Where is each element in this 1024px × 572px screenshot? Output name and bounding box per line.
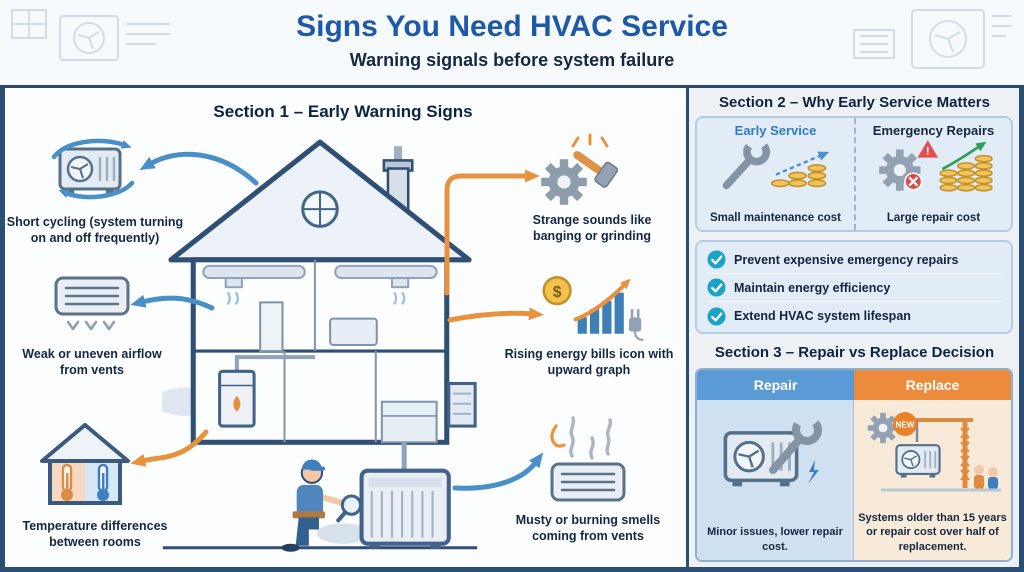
checklist-label: Prevent expensive emergency repairs [734,252,959,267]
early-service-label: Early Service [734,123,817,138]
fan-cycle-icon [51,138,135,200]
section3-title: Section 3 – Repair vs Replace Decision [714,344,995,361]
svg-text:NEW: NEW [895,421,914,430]
check-icon [707,306,726,326]
checklist-item: Extend HVAC system lifespan [707,302,1001,330]
table-header-row: Repair Replace [697,370,1011,400]
svg-text:$: $ [553,284,562,301]
check-icon [707,278,726,297]
table-body-row: Minor issues, lower repair cost. NEW [697,400,1011,560]
page-title: Signs You Need HVAC Service [296,10,728,43]
emergency-repairs-caption: Large repair cost [886,212,981,224]
right-column: Section 2 – Why Early Service Matters Ea… [689,88,1020,567]
benefits-checklist: Prevent expensive emergency repairs Main… [695,240,1013,334]
callout-temp-differences: Temperature differences between rooms [22,519,168,549]
repair-replace-table: Repair Replace Minor issues, lower repai… [695,368,1013,562]
frame-bottom [0,567,1024,572]
svg-text:!: ! [925,146,929,158]
wrench-coins-icon [722,138,829,190]
early-service-column: Early Service Small maintenance cost [697,118,854,230]
replace-crane-icon: NEW [867,412,1001,492]
repair-caption: Minor issues, lower repair cost. [707,526,843,553]
checklist-label: Maintain energy efficiency [734,280,891,295]
emergency-repairs-column: Emergency Repairs ! Large repair cost [854,118,1011,230]
emergency-repairs-label: Emergency Repairs [872,123,995,138]
blueprint-condenser-sketch [853,9,1012,69]
service-comparison-card: Early Service Small maintenance cost Eme… [695,116,1013,232]
replace-cell: NEW Systems older than 15 years or repai… [854,400,1011,560]
gear-alert-coins-icon: ! [878,140,993,192]
vent-airflow-icon [54,276,130,331]
replace-header-cell: Replace [854,370,1011,400]
section1-panel: Section 1 – Early Warning Signs [0,88,686,567]
repair-header-cell: Repair [697,370,854,400]
technician-figure [281,459,363,552]
musty-vent-icon [550,416,626,502]
checklist-item: Prevent expensive emergency repairs [707,246,1001,274]
section1-title: Section 1 – Early Warning Signs [213,102,473,121]
rising-bills-icon: $ [542,276,644,341]
callout-strange-sounds: Strange sounds like banging or grinding [532,213,652,243]
blueprint-duct-sketch [11,9,170,61]
frame-right [1019,88,1024,572]
page-subtitle: Warning signals before system failure [349,50,675,70]
checklist-label: Extend HVAC system lifespan [734,309,911,323]
checklist-item: Maintain energy efficiency [707,274,1001,302]
callout-short-cycling: Short cycling (system turning on and off… [6,215,184,245]
callout-weak-airflow: Weak or uneven airflow from vents [22,347,162,377]
early-service-caption: Small maintenance cost [709,212,842,224]
column-divider [686,88,689,572]
house-cutaway-illustration [162,139,478,552]
house-thermometers-icon [40,423,130,505]
repair-ac-wrench-icon [723,415,822,489]
callout-musty-smells: Musty or burning smells coming from vent… [515,513,661,543]
frame-left [0,88,5,572]
check-icon [707,250,726,269]
gear-hammer-icon [541,133,619,205]
repair-cell: Minor issues, lower repair cost. [697,400,854,560]
replace-caption: Systems older than 15 years or repair co… [858,512,1007,553]
section2-title: Section 2 – Why Early Service Matters [719,94,990,111]
header: Signs You Need HVAC Service Warning sign… [0,0,1024,88]
worker-figures [973,465,998,489]
callout-rising-bills: Rising energy bills icon with upward gra… [504,347,674,377]
